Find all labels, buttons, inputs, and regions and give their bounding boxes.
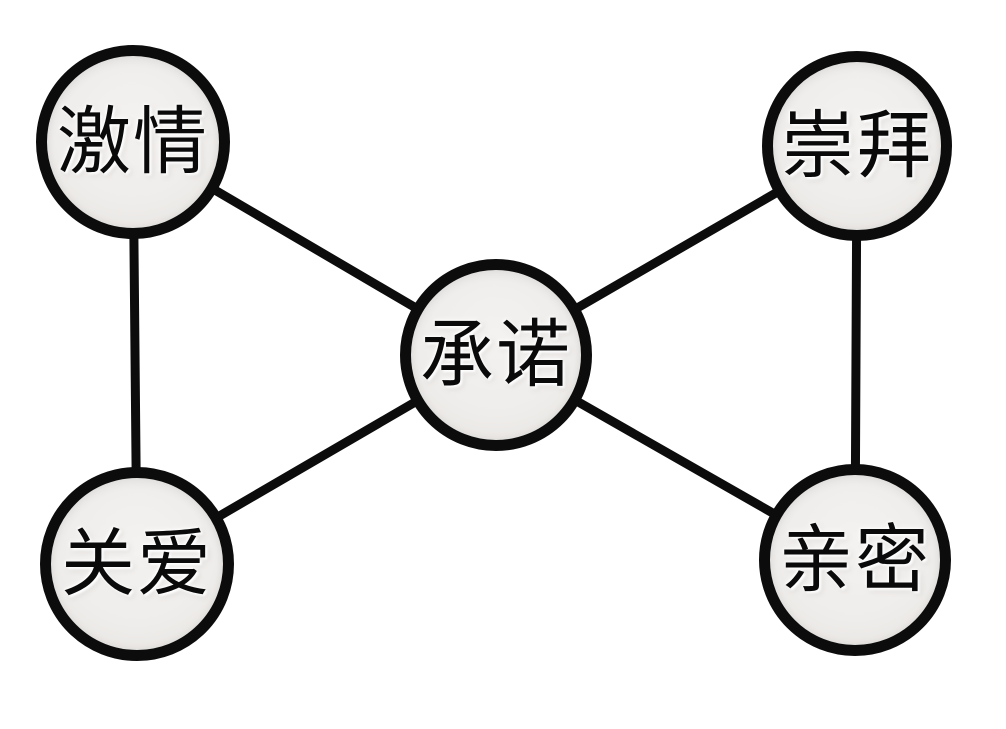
node-adoration: 崇拜 bbox=[762, 51, 952, 241]
node-passion: 激情 bbox=[36, 45, 230, 239]
node-label-commitment: 承诺 bbox=[420, 312, 572, 398]
node-label-care: 关爱 bbox=[61, 521, 213, 607]
node-label-passion: 激情 bbox=[57, 99, 209, 185]
node-intimacy: 亲密 bbox=[759, 464, 951, 656]
node-commitment: 承诺 bbox=[400, 259, 592, 451]
node-label-adoration: 崇拜 bbox=[781, 103, 933, 189]
node-label-intimacy: 亲密 bbox=[779, 517, 931, 603]
node-care: 关爱 bbox=[40, 467, 234, 661]
